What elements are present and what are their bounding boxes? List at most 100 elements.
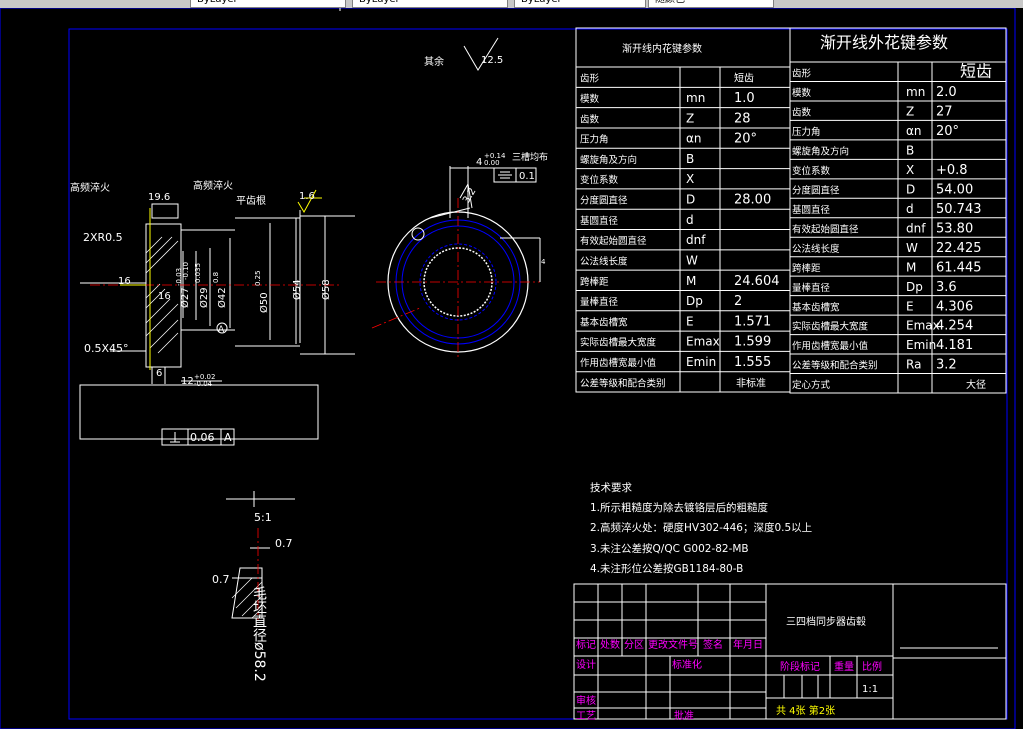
table-external-name: 压力角 — [792, 126, 821, 138]
tb-review: 审核 — [576, 694, 596, 707]
table-external-value: 50.743 — [936, 202, 982, 217]
tb-header-2: 分区 — [624, 639, 644, 651]
table-internal-symbol: d — [686, 213, 694, 227]
table-external-value: 53.80 — [936, 221, 973, 236]
table-internal-symbol: B — [686, 152, 694, 166]
table-internal-symbol: D — [686, 193, 695, 207]
table-internal-name: 压力角 — [580, 134, 609, 146]
table-external-value: +0.8 — [936, 163, 968, 178]
table-external-name: 分度圆直径 — [792, 184, 840, 196]
table-external-name: 定心方式 — [792, 379, 831, 391]
tech-item-3: 3.未注公差按Q/QC G002-82-MB — [590, 542, 749, 555]
detail-07b: 0.7 — [212, 573, 230, 586]
scale-label: 5:1 — [254, 511, 272, 524]
part-name: 三四档同步器齿毂 — [786, 615, 866, 628]
sym-tol: 0.1 — [519, 171, 535, 182]
table-external-name: 基本齿槽宽 — [792, 301, 840, 313]
table-internal-value: 20° — [734, 132, 757, 147]
tb-stage: 阶段标记 — [780, 660, 820, 673]
table-internal-name: 作用齿槽宽最小值 — [580, 357, 657, 369]
drawing-frame — [68, 28, 1008, 720]
tb-approve: 批准 — [674, 709, 694, 722]
base-outline — [79, 384, 319, 440]
drawing-canvas[interactable]: 其余 12.5 高频淬火 高频淬火 平齿根 2XR0.5 19.6 16 16 … — [0, 8, 1023, 729]
table-internal-symbol: Dp — [686, 294, 703, 308]
dim-dia-42-up: 0.8 — [212, 272, 220, 283]
table-internal-symbol: Emin — [686, 355, 716, 369]
tb-header-3: 更改文件号 — [648, 638, 698, 651]
title-block — [573, 583, 1007, 720]
table-internal-name: 基圆直径 — [580, 215, 619, 227]
key-up: +0.14 — [484, 152, 506, 160]
table-external-name: 齿形 — [792, 68, 812, 80]
section-yellow — [120, 189, 322, 370]
blank-diameter: 毛坯直径ø58.2 — [251, 586, 267, 682]
table-external-value: 短齿 — [960, 62, 992, 81]
dim-16a: 16 — [118, 276, 131, 287]
tech-title: 技术要求 — [590, 481, 632, 494]
dim-16b: 16 — [158, 291, 171, 302]
table-internal-name: 螺旋角及方向 — [580, 154, 637, 166]
table-internal-name: 模数 — [580, 93, 600, 105]
table-internal-value: 2 — [734, 294, 742, 309]
dim-4: 4 — [541, 258, 546, 266]
table-internal-name: 公法线长度 — [580, 255, 628, 267]
table-internal-symbol: X — [686, 172, 694, 186]
layer-select-1[interactable]: ByLayer — [190, 0, 346, 8]
table-internal-name: 变位系数 — [580, 174, 619, 186]
layer-select-4[interactable]: 随颜色 — [648, 0, 774, 8]
table-external-symbol: Z — [906, 105, 914, 119]
table-external-value: 2.0 — [936, 85, 957, 100]
table-external-value: 4.306 — [936, 299, 973, 314]
tb-weight: 重量 — [834, 660, 854, 673]
table-internal-symbol: W — [686, 253, 698, 267]
dim-dia-42: Ø42 — [216, 287, 228, 308]
tech-item-2: 2.高频淬火处：硬度HV302-446；深度0.5以上 — [590, 521, 812, 534]
table-internal-value: 1.599 — [734, 335, 771, 350]
dim-dia-50-up: 0.25 — [254, 270, 262, 286]
table-external-name: 作用齿槽宽最小值 — [792, 340, 869, 352]
label-hardening-2: 高频淬火 — [193, 179, 233, 192]
tech-item-1: 1.所示粗糙度为除去镀铬层后的粗糙度 — [590, 501, 769, 514]
detail-07a: 0.7 — [275, 537, 293, 550]
dim-6: 6 — [156, 368, 162, 379]
table-internal-name: 齿数 — [580, 113, 600, 125]
table-external-name: 螺旋角及方向 — [792, 145, 849, 157]
table-internal-symbol: dnf — [686, 233, 706, 247]
tb-header-1: 处数 — [600, 638, 620, 651]
table-internal-symbol: mn — [686, 91, 705, 105]
table-external-symbol: d — [906, 202, 914, 216]
table-external-name: 基圆直径 — [792, 204, 831, 216]
table-external-name: 公法线长度 — [792, 243, 840, 255]
table-external-name: 齿数 — [792, 107, 812, 119]
tb-standard: 标准化 — [672, 658, 702, 671]
layer-select-3[interactable]: ByLayer — [514, 0, 646, 8]
tol-12-low: -0.04 — [194, 380, 213, 388]
table-internal-name: 基本齿槽宽 — [580, 316, 628, 328]
datum-a: A — [218, 325, 225, 335]
key-width: 4 — [476, 157, 482, 168]
label-2xr: 2XR0.5 — [83, 231, 123, 244]
table-external-name: 模数 — [792, 87, 812, 99]
table-external-value: 3.6 — [936, 280, 957, 295]
table-internal-name: 实际齿槽最大宽度 — [580, 337, 657, 349]
table-external-value: 4.181 — [936, 338, 973, 353]
section-view — [79, 203, 355, 440]
detail-view: 5:1 0.7 0.7 毛坯直径ø58.2 — [212, 491, 295, 682]
table-external-symbol: E — [906, 299, 914, 313]
tb-scale: 1:1 — [862, 684, 878, 695]
table-internal-symbol: Emax — [686, 335, 720, 349]
tb-design: 设计 — [576, 658, 596, 671]
table-internal-value: 1.571 — [734, 314, 771, 329]
layer-select-2[interactable]: ByLayer — [352, 0, 508, 8]
table-external-symbol: Emax — [906, 319, 940, 333]
table-external-value: 61.445 — [936, 260, 982, 275]
table-external-symbol: X — [906, 163, 914, 177]
table-internal-name: 量棒直径 — [580, 296, 619, 308]
dim-dia-27-low: -0.10 — [182, 262, 190, 280]
table-external-value: 20° — [936, 124, 959, 139]
table-internal-name: 齿形 — [580, 73, 600, 85]
table-external-symbol: D — [906, 182, 915, 196]
tb-process: 工艺 — [576, 710, 596, 722]
title-block-text: 三四档同步器齿毂 标记 处数 分区 更改文件号 签名 年月日 设计 标准化 阶段… — [576, 615, 882, 722]
